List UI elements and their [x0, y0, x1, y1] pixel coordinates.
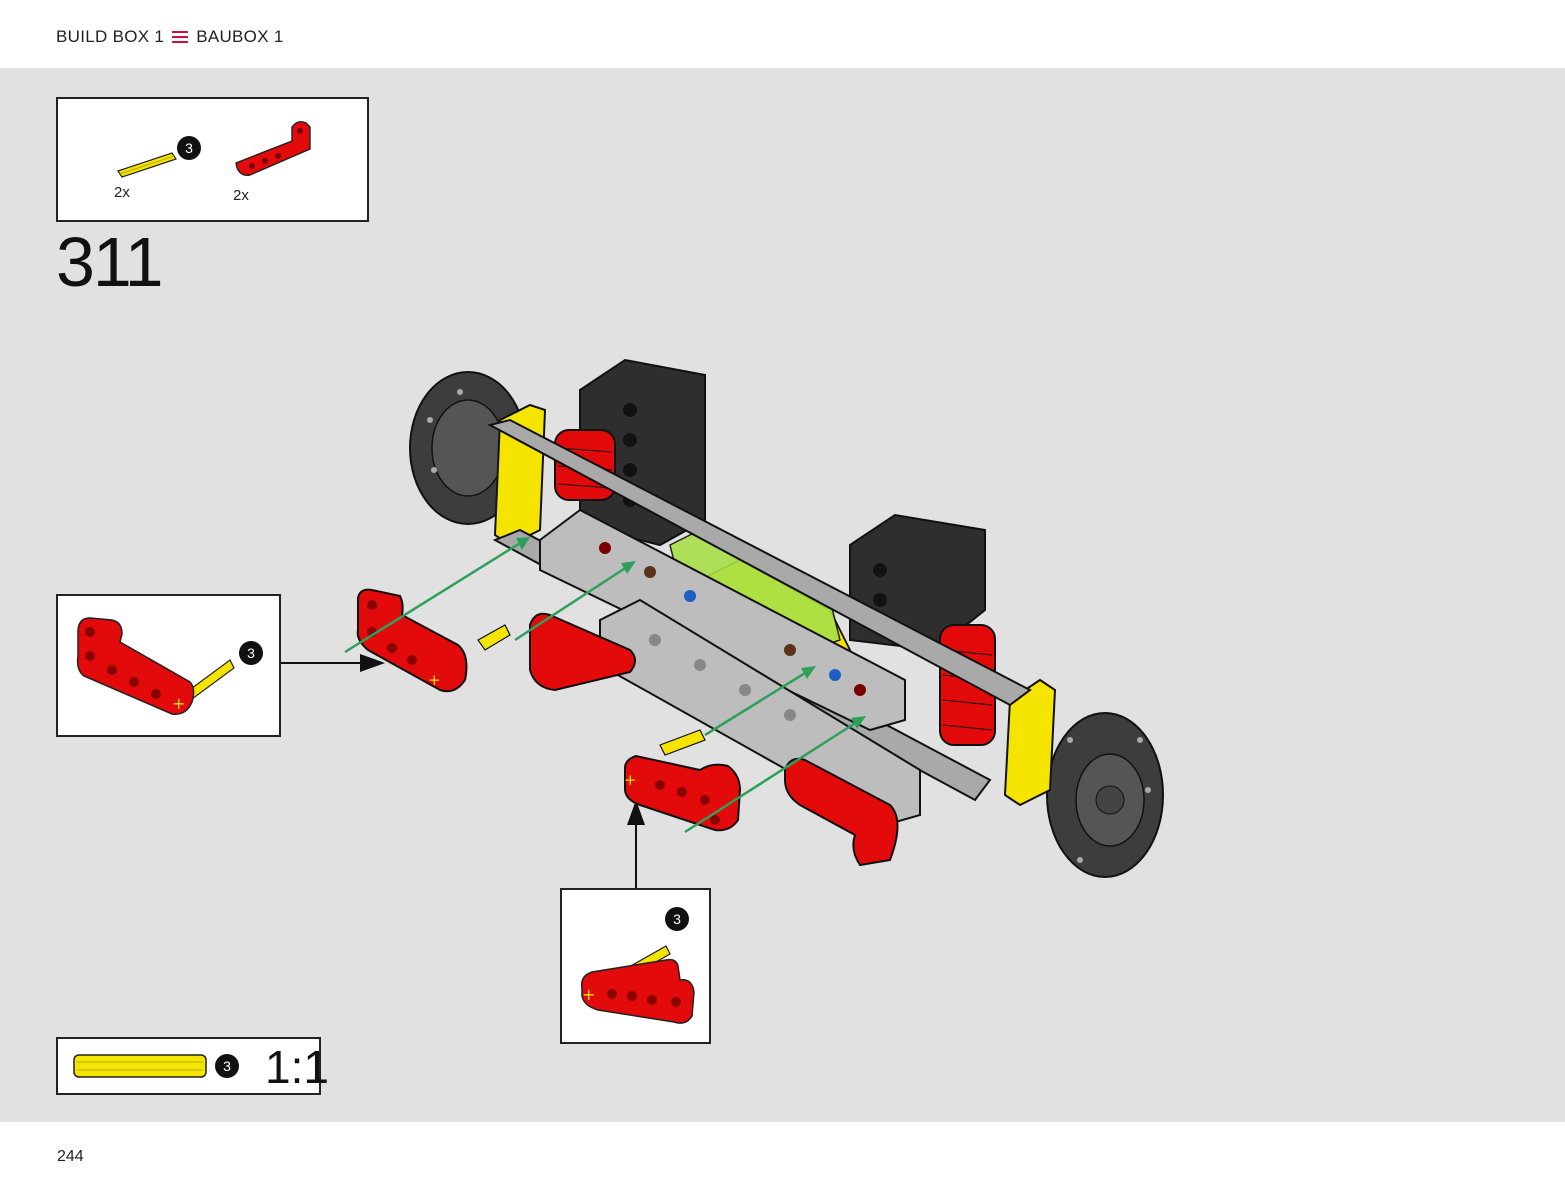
svg-text:+: + — [428, 671, 441, 689]
breadcrumb: BUILD BOX 1 BAUBOX 1 — [56, 27, 284, 47]
scale-guide-box: 3 1:1 — [56, 1037, 329, 1095]
axle-length-badge: 3 — [177, 136, 201, 160]
svg-text:+: + — [624, 771, 637, 789]
page-number: 244 — [57, 1148, 84, 1165]
red-beam-icon — [235, 120, 311, 176]
svg-text:+: + — [582, 985, 595, 1004]
left-callout-box: + 3 — [56, 594, 281, 737]
red-beam-installed-left — [529, 612, 636, 692]
menu-lines-icon — [172, 31, 189, 43]
axle-quantity: 2x — [114, 184, 130, 201]
green-insertion-arrows — [344, 538, 861, 834]
build-box-label: BUILD BOX 1 — [56, 27, 165, 46]
page-header: BUILD BOX 1 BAUBOX 1 — [0, 0, 1565, 68]
green-arrowheads — [516, 537, 866, 729]
grey-frame-upper-beam — [487, 418, 1032, 707]
parts-list-box: 3 2x 2x — [56, 97, 369, 222]
bottom-callout-box: + 3 — [560, 888, 711, 1044]
baubox-label: BAUBOX 1 — [196, 27, 284, 46]
svg-text:+: + — [172, 694, 185, 713]
scale-ratio: 1:1 — [265, 1041, 329, 1093]
red-beam-new-bottom: + — [623, 729, 742, 832]
step-number: 311 — [56, 223, 164, 301]
yellow-axle-icon — [117, 152, 177, 178]
beam-quantity: 2x — [233, 187, 249, 204]
left-callout-badge: 3 — [239, 641, 263, 665]
yellow-axle-scale-icon — [73, 1054, 207, 1078]
left-callout-assembly-icon: + — [76, 617, 235, 715]
scale-length-badge: 3 — [215, 1054, 239, 1078]
bottom-callout-badge: 3 — [665, 907, 689, 931]
bottom-callout-assembly-icon: + — [580, 945, 695, 1024]
yellow-upright-front — [1003, 678, 1057, 807]
page-footer — [0, 1122, 1565, 1191]
red-beam-new-left: + — [356, 588, 511, 693]
brake-disc-right — [1046, 712, 1164, 878]
